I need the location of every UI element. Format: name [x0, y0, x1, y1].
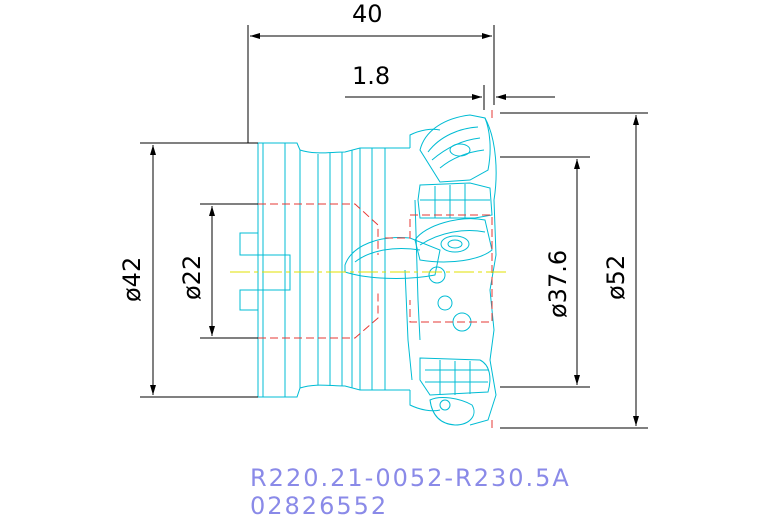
dim-inner-diameter: ø37.6	[544, 250, 572, 318]
dim-overall-length: 40	[352, 0, 383, 28]
designation-text: R220.21-0052-R230.5A	[250, 464, 571, 492]
dim-insert-offset: 1.8	[352, 62, 390, 90]
hidden-lines	[258, 110, 493, 430]
dim-shank-diameter: ø42	[118, 257, 146, 302]
dim-cutting-diameter: ø52	[602, 255, 630, 300]
dim-bore-diameter: ø22	[178, 255, 206, 300]
cutter-outline	[239, 114, 497, 426]
dimension-lines	[140, 25, 648, 429]
order-code-text: 02826552	[250, 492, 389, 520]
